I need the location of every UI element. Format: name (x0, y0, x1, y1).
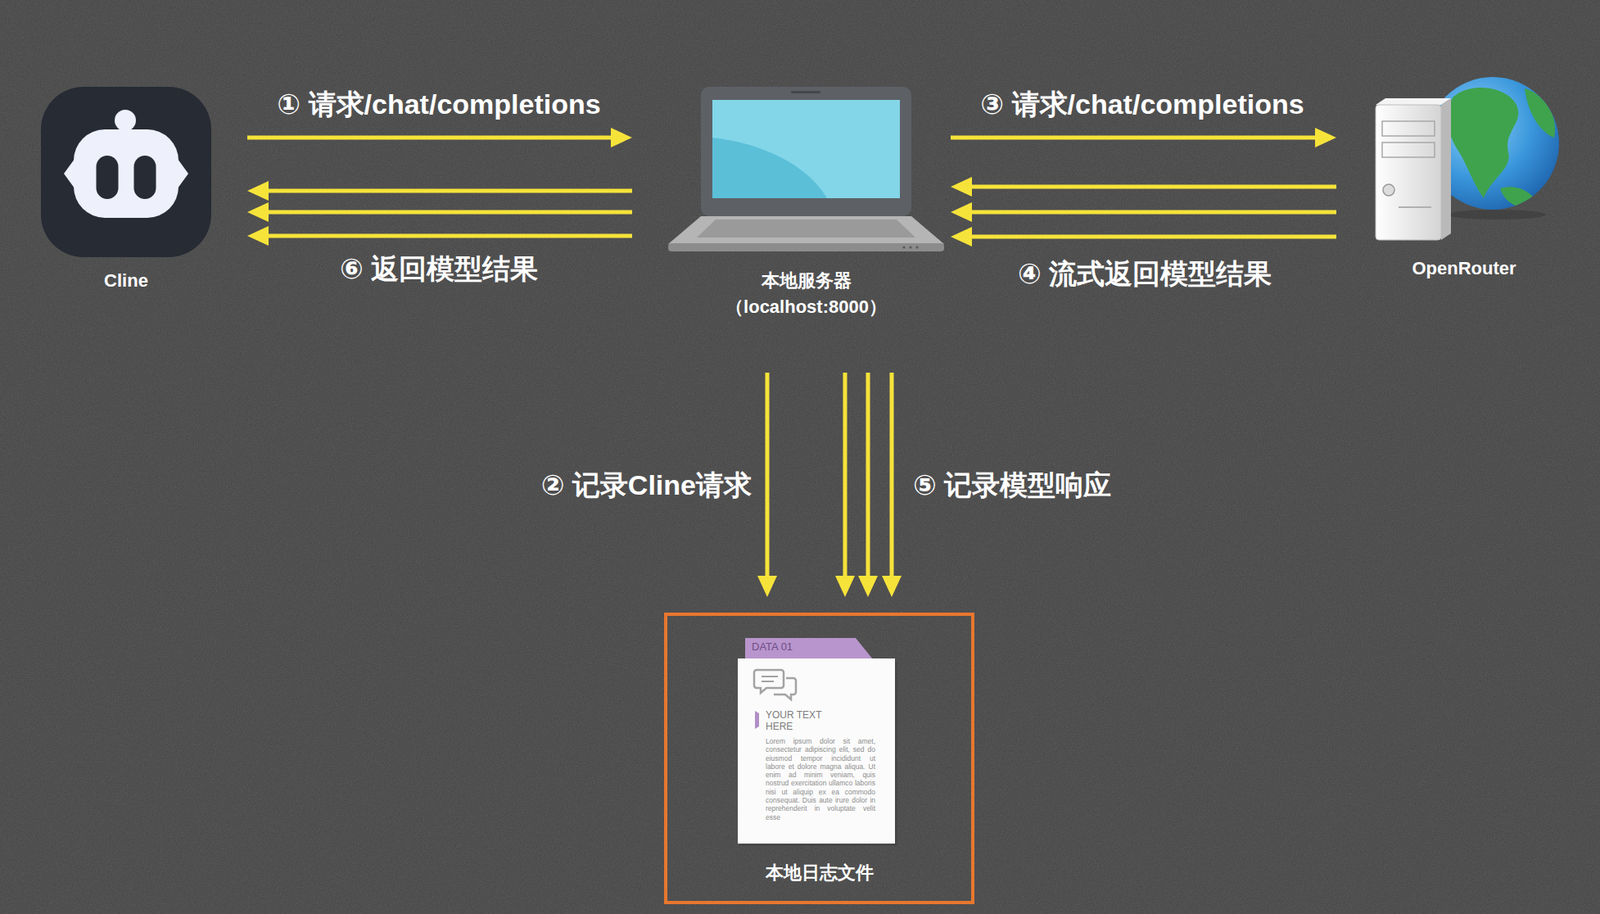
robot-eye (96, 155, 119, 199)
server-side (1441, 98, 1451, 240)
flow-arrow (247, 135, 611, 141)
server-button (1383, 184, 1395, 196)
step-label: ① 请求/chat/completions (276, 87, 601, 122)
chat-line (761, 680, 774, 683)
globe-land (1446, 87, 1555, 208)
flow-arrow (971, 235, 1337, 240)
laptop-bezel (700, 86, 912, 217)
laptop-dot (915, 245, 918, 249)
node-label: OpenRouter (1411, 257, 1516, 280)
icon-tile (40, 86, 212, 258)
server-node: 本地服务器 （localhost:8000） (668, 86, 945, 321)
client-node: Cline (40, 86, 212, 292)
flow-arrow (866, 372, 871, 576)
remote-api-node: OpenRouter (1372, 73, 1556, 280)
flow-arrow (890, 372, 895, 576)
laptop-dot (902, 245, 905, 249)
flow-arrow (950, 135, 1316, 141)
continent (1500, 186, 1538, 208)
step-label: ⑤ 记录模型响应 (912, 468, 1112, 502)
document-tab (745, 637, 873, 660)
server-bay (1382, 121, 1435, 136)
log-file-box: 本地日志文件 (664, 612, 975, 904)
flow-arrow (843, 372, 848, 576)
flow-arrow (971, 210, 1337, 215)
robot-head (73, 129, 179, 218)
document-heading: YOUR TEXT HERE (765, 709, 825, 733)
laptop-keyboard (696, 219, 916, 238)
document-page (737, 658, 895, 844)
laptop-display-shade (712, 137, 828, 199)
server-top (1375, 98, 1451, 105)
tab-text: DATA 01 (751, 640, 867, 654)
laptop-base-edge (668, 243, 945, 252)
laptop-base (668, 216, 945, 245)
node-label: 本地日志文件 (765, 862, 874, 884)
log-document (737, 637, 898, 846)
cline-icon (40, 86, 212, 258)
server-front (1375, 104, 1442, 240)
node-label: Cline (103, 270, 149, 292)
flow-arrow (268, 234, 633, 239)
flow-arrow (765, 372, 770, 576)
chat-icon (754, 669, 784, 693)
step-label: ⑥ 返回模型结果 (339, 252, 538, 286)
server-bay (1382, 142, 1435, 158)
chat-icon (773, 677, 796, 700)
robot-eye (134, 155, 157, 199)
server-slot (1398, 206, 1432, 208)
flow-arrow (268, 210, 633, 215)
laptop-dot (908, 245, 912, 249)
step-label: ④ 流式返回模型结果 (1017, 257, 1272, 291)
flow-arrow (971, 185, 1337, 190)
document-body: Lorem ipsum dolor sit amet, consectetur … (765, 736, 876, 822)
chat-line (761, 675, 778, 678)
node-label: 本地服务器 （localhost:8000） (691, 267, 922, 321)
openrouter-icon (1375, 76, 1560, 240)
step-label: ② 记录Cline请求 (541, 468, 752, 502)
robot-antenna (114, 109, 136, 132)
continent (1524, 88, 1555, 138)
laptop-camera (790, 90, 821, 94)
laptop-icon (668, 86, 945, 252)
step-label: ③ 请求/chat/completions (980, 87, 1304, 122)
flow-arrow (268, 189, 633, 194)
globe-shadow (1447, 209, 1546, 220)
continent (1446, 87, 1519, 199)
laptop-display (712, 99, 900, 199)
accent-bar (754, 710, 760, 729)
